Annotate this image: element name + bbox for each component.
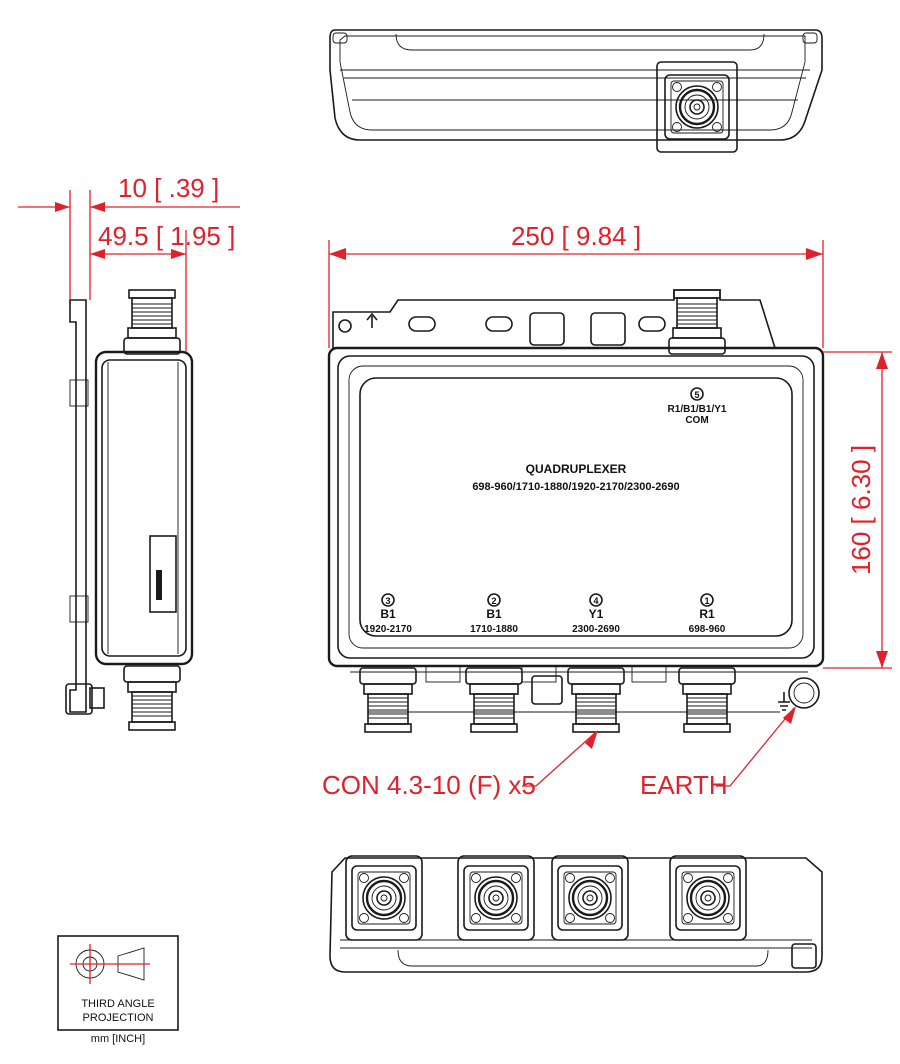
svg-text:3: 3 (385, 596, 390, 606)
projection-block: THIRD ANGLE PROJECTION mm [INCH] (57, 935, 179, 1045)
earth-callout: EARTH (640, 706, 796, 800)
svg-text:10 [ .39 ]: 10 [ .39 ] (118, 173, 219, 203)
svg-text:4: 4 (593, 596, 598, 606)
svg-text:PROJECTION: PROJECTION (83, 1012, 154, 1024)
svg-text:R1/B1/B1/Y1: R1/B1/B1/Y1 (668, 404, 727, 415)
port-label-2: 2 B1 1710-1880 (470, 593, 518, 635)
svg-text:B1: B1 (380, 607, 396, 621)
side-view (65, 289, 194, 731)
port-label-3: 3 B1 1920-2170 (364, 593, 412, 635)
svg-text:R1: R1 (699, 607, 715, 621)
svg-text:1920-2170: 1920-2170 (364, 624, 412, 635)
front-view: 5 R1/B1/B1/Y1 COM QUADRUPLEXER 698-960/1… (327, 289, 825, 733)
mounting-hole (338, 319, 352, 333)
svg-text:2300-2690: 2300-2690 (572, 624, 620, 635)
dimension-thickness: 10 [ .39 ] (18, 173, 240, 300)
com-port-label: 5 R1/B1/B1/Y1 COM (668, 387, 727, 426)
third-angle-projection-icon (70, 944, 150, 984)
svg-text:Y1: Y1 (589, 607, 604, 621)
earth-symbol-icon (778, 692, 790, 711)
svg-text:CON 4.3-10 (F) x5: CON 4.3-10 (F) x5 (322, 770, 536, 800)
svg-text:COM: COM (685, 415, 708, 426)
svg-text:160 [ 6.30 ]: 160 [ 6.30 ] (846, 445, 876, 575)
dimension-width: 250 [ 9.84 ] (328, 221, 824, 348)
dimension-height: 160 [ 6.30 ] (823, 351, 892, 669)
svg-text:2: 2 (491, 596, 496, 606)
svg-text:1710-1880: 1710-1880 (470, 624, 518, 635)
svg-text:250 [ 9.84 ]: 250 [ 9.84 ] (511, 221, 641, 251)
port-label-1: 1 R1 698-960 (689, 593, 726, 635)
connector-callout: CON 4.3-10 (F) x5 (322, 730, 598, 800)
earth-terminal (788, 677, 820, 709)
svg-text:5: 5 (694, 390, 699, 400)
band-list: 698-960/1710-1880/1920-2170/2300-2690 (472, 481, 679, 493)
svg-text:1: 1 (704, 596, 709, 606)
svg-text:EARTH: EARTH (640, 770, 728, 800)
product-title: QUADRUPLEXER (526, 462, 627, 476)
bottom-view (329, 855, 823, 973)
port-label-4: 4 Y1 2300-2690 (572, 593, 620, 635)
top-view (329, 29, 823, 153)
dimension-depth: 49.5 [ 1.95 ] (90, 221, 235, 352)
svg-text:B1: B1 (486, 607, 502, 621)
up-arrow-icon (366, 312, 378, 328)
units-label: mm [INCH] (91, 1033, 145, 1045)
svg-text:698-960: 698-960 (689, 624, 726, 635)
svg-text:THIRD ANGLE: THIRD ANGLE (81, 998, 154, 1010)
svg-text:49.5 [ 1.95 ]: 49.5 [ 1.95 ] (98, 221, 235, 251)
